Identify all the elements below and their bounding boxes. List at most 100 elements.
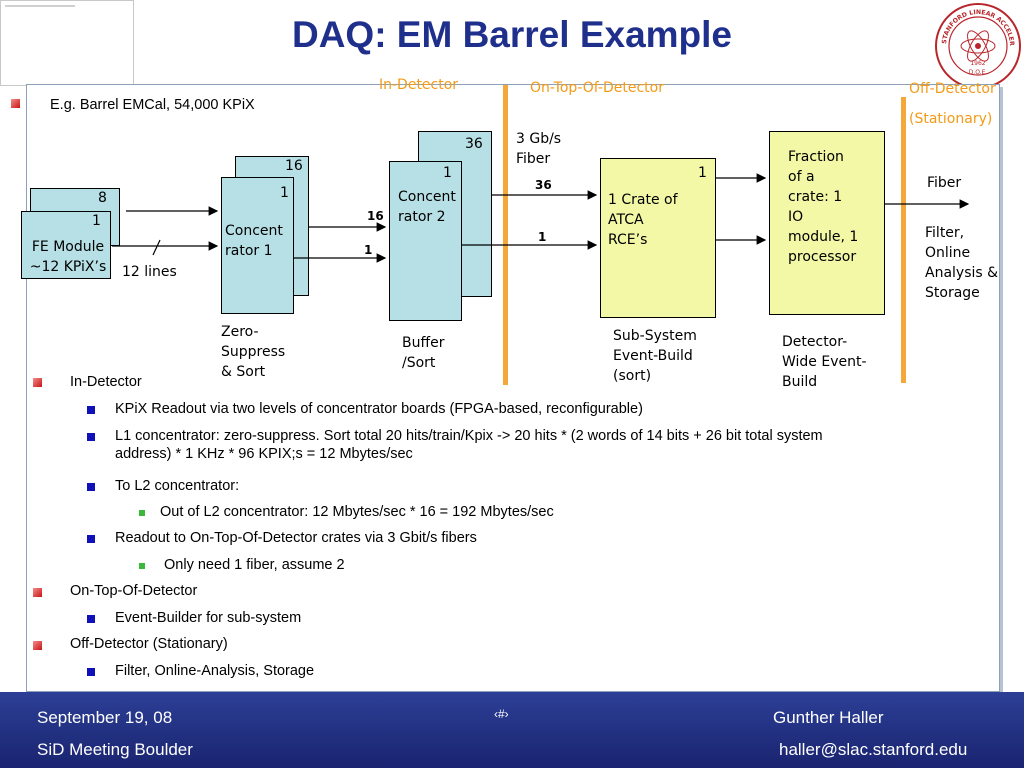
concentrator2-caption: Buffer /Sort [402, 333, 445, 373]
label-stationary: (Stationary) [909, 111, 993, 127]
fraction-crate-box [769, 131, 885, 315]
fraction-crate-caption-line: Build [782, 374, 818, 390]
atca-crate-line: ATCA [608, 212, 644, 228]
bullet-marker-l2 [87, 668, 95, 676]
bullet-marker-l3 [139, 563, 145, 569]
concentrator1-caption-line: & Sort [221, 364, 266, 380]
label-off-detector: Off-Detector [909, 81, 996, 97]
footer-email: haller@slac.stanford.edu [779, 740, 968, 759]
atca-crate-caption-line: Event-Build [613, 348, 693, 364]
footer-page-number: ‹#› [494, 707, 509, 721]
concentrator2-back-count: 36 [465, 136, 483, 152]
bullet-off-detector: Off-Detector (Stationary) [70, 636, 228, 652]
bullet-marker-l2 [87, 535, 95, 543]
fraction-crate-line: module, 1 [788, 229, 859, 245]
arrow-label-36: 36 [535, 178, 552, 192]
footer-bar [0, 692, 1024, 768]
concentrator1-front-count: 1 [280, 185, 289, 201]
fraction-crate-caption-line: Wide Event- [782, 354, 867, 370]
fraction-crate-caption-line: Detector- [782, 334, 848, 350]
concentrator1-caption-line: Suppress [221, 344, 286, 360]
concentrator2-front-board [389, 161, 462, 321]
output-storage-label: Filter, Online Analysis & Storage [925, 223, 998, 303]
bullet-event-builder: Event-Builder for sub-system [115, 610, 302, 626]
arrow-label-16: 16 [367, 209, 384, 223]
label-in-detector: In-Detector [379, 77, 459, 93]
fiber-rate-line: Fiber [516, 151, 551, 167]
output-fiber-label: Fiber [927, 175, 962, 191]
seal-doe: D.O.E. [969, 69, 988, 76]
atca-crate-caption-line: (sort) [613, 368, 652, 384]
fiber-rate-label: 3 Gb/s Fiber [516, 129, 561, 169]
bullet-marker-l1 [33, 588, 42, 597]
bullet-l1-concentrator-line2: address) * 1 KHz * 96 KPIX;s = 12 Mbytes… [115, 446, 413, 462]
concentrator2-caption-line: /Sort [402, 355, 436, 371]
atca-crate-line: 1 Crate of [608, 192, 678, 208]
concentrator1-front-board [221, 177, 294, 314]
diagram-arrows [112, 173, 970, 263]
fraction-crate-line: of a [788, 169, 815, 185]
fe-module-label: FE Module ~12 KPiX’s [24, 237, 112, 277]
footer-author: Gunther Haller [773, 708, 884, 727]
output-storage-line: Storage [925, 285, 980, 301]
concentrator2-caption-line: Buffer [402, 335, 445, 351]
fe-module-back-count: 8 [98, 190, 107, 206]
bullet-out-of-l2: Out of L2 concentrator: 12 Mbytes/sec * … [160, 504, 554, 520]
concentrator1-line2: rator 1 [225, 243, 273, 259]
arrow-label-1b: 1 [538, 230, 547, 244]
atca-crate-caption: Sub-System Event-Build (sort) [613, 326, 697, 386]
atca-crate-caption-line: Sub-System [613, 328, 697, 344]
fraction-crate-line: IO [788, 209, 804, 225]
slide-title: DAQ: EM Barrel Example [291, 14, 733, 55]
concentrator2-line2: rator 2 [398, 209, 446, 225]
bullet-marker-l2 [87, 406, 95, 414]
concentrator1-caption: Zero- Suppress & Sort [221, 322, 285, 382]
fe-module-front-count: 1 [92, 213, 101, 229]
bullet-one-fiber: Only need 1 fiber, assume 2 [160, 557, 345, 573]
twelve-lines-slash [152, 239, 161, 256]
slac-seal-icon: STANFORD LINEAR ACCELERATOR 1962 D.O.E. [931, 0, 1022, 90]
output-storage-line: Online [925, 245, 971, 261]
separator-off-detector [901, 97, 906, 383]
bullet-l1-concentrator-line1: L1 concentrator: zero-suppress. Sort tot… [115, 428, 823, 444]
output-storage-line: Filter, [925, 225, 965, 241]
label-on-top-of-detector: On-Top-Of-Detector [530, 80, 664, 96]
bullet-marker-l1 [33, 378, 42, 387]
fraction-crate-line: processor [788, 249, 857, 265]
output-storage-line: Analysis & [925, 265, 999, 281]
concentrator1-back-count: 16 [285, 158, 303, 174]
concentrator2-label: Concent rator 2 [398, 187, 456, 227]
bullet-marker-l1 [11, 99, 20, 108]
bullet-filter-storage: Filter, Online-Analysis, Storage [115, 663, 315, 679]
separator-in-detector [503, 85, 508, 385]
atca-crate-line: RCE’s [608, 232, 648, 248]
bullet-marker-l3 [139, 510, 145, 516]
footer-meeting: SiD Meeting Boulder [37, 740, 193, 759]
atca-crate-box [600, 158, 716, 318]
bullet-marker-l2 [87, 483, 95, 491]
concentrator2-line1: Concent [398, 189, 456, 205]
bullet-marker-l2 [87, 615, 95, 623]
footer-date: September 19, 08 [37, 708, 173, 727]
bullet-kpix-readout: KPiX Readout via two levels of concentra… [115, 401, 643, 417]
fe-module-line2: ~12 KPiX’s [29, 259, 107, 275]
fe-module-front-board [21, 211, 111, 279]
bullet-to-l2: To L2 concentrator: [115, 478, 240, 494]
fe-module-line1: FE Module [31, 239, 105, 255]
concentrator1-label: Concent rator 1 [225, 221, 283, 261]
arrow-label-1a: 1 [364, 243, 373, 257]
concentrator2-front-count: 1 [443, 165, 452, 181]
concentrator1-line1: Concent [225, 223, 283, 239]
bullet-marker-l1 [33, 641, 42, 650]
fraction-crate-caption: Detector- Wide Event- Build [782, 332, 867, 392]
atca-crate-count: 1 [698, 165, 707, 181]
fraction-crate-label: Fraction of a crate: 1 IO module, 1 proc… [788, 147, 858, 267]
fraction-crate-line: crate: 1 [788, 189, 843, 205]
intro-bullet-text: E.g. Barrel EMCal, 54,000 KPiX [50, 97, 255, 113]
fiber-rate-line: 3 Gb/s [516, 131, 562, 147]
bullet-on-top: On-Top-Of-Detector [70, 583, 198, 599]
thumbnail-line [5, 5, 75, 7]
fraction-crate-line: Fraction [788, 149, 844, 165]
atca-crate-label: 1 Crate of ATCA RCE’s [608, 190, 678, 250]
seal-year: 1962 [970, 60, 985, 67]
